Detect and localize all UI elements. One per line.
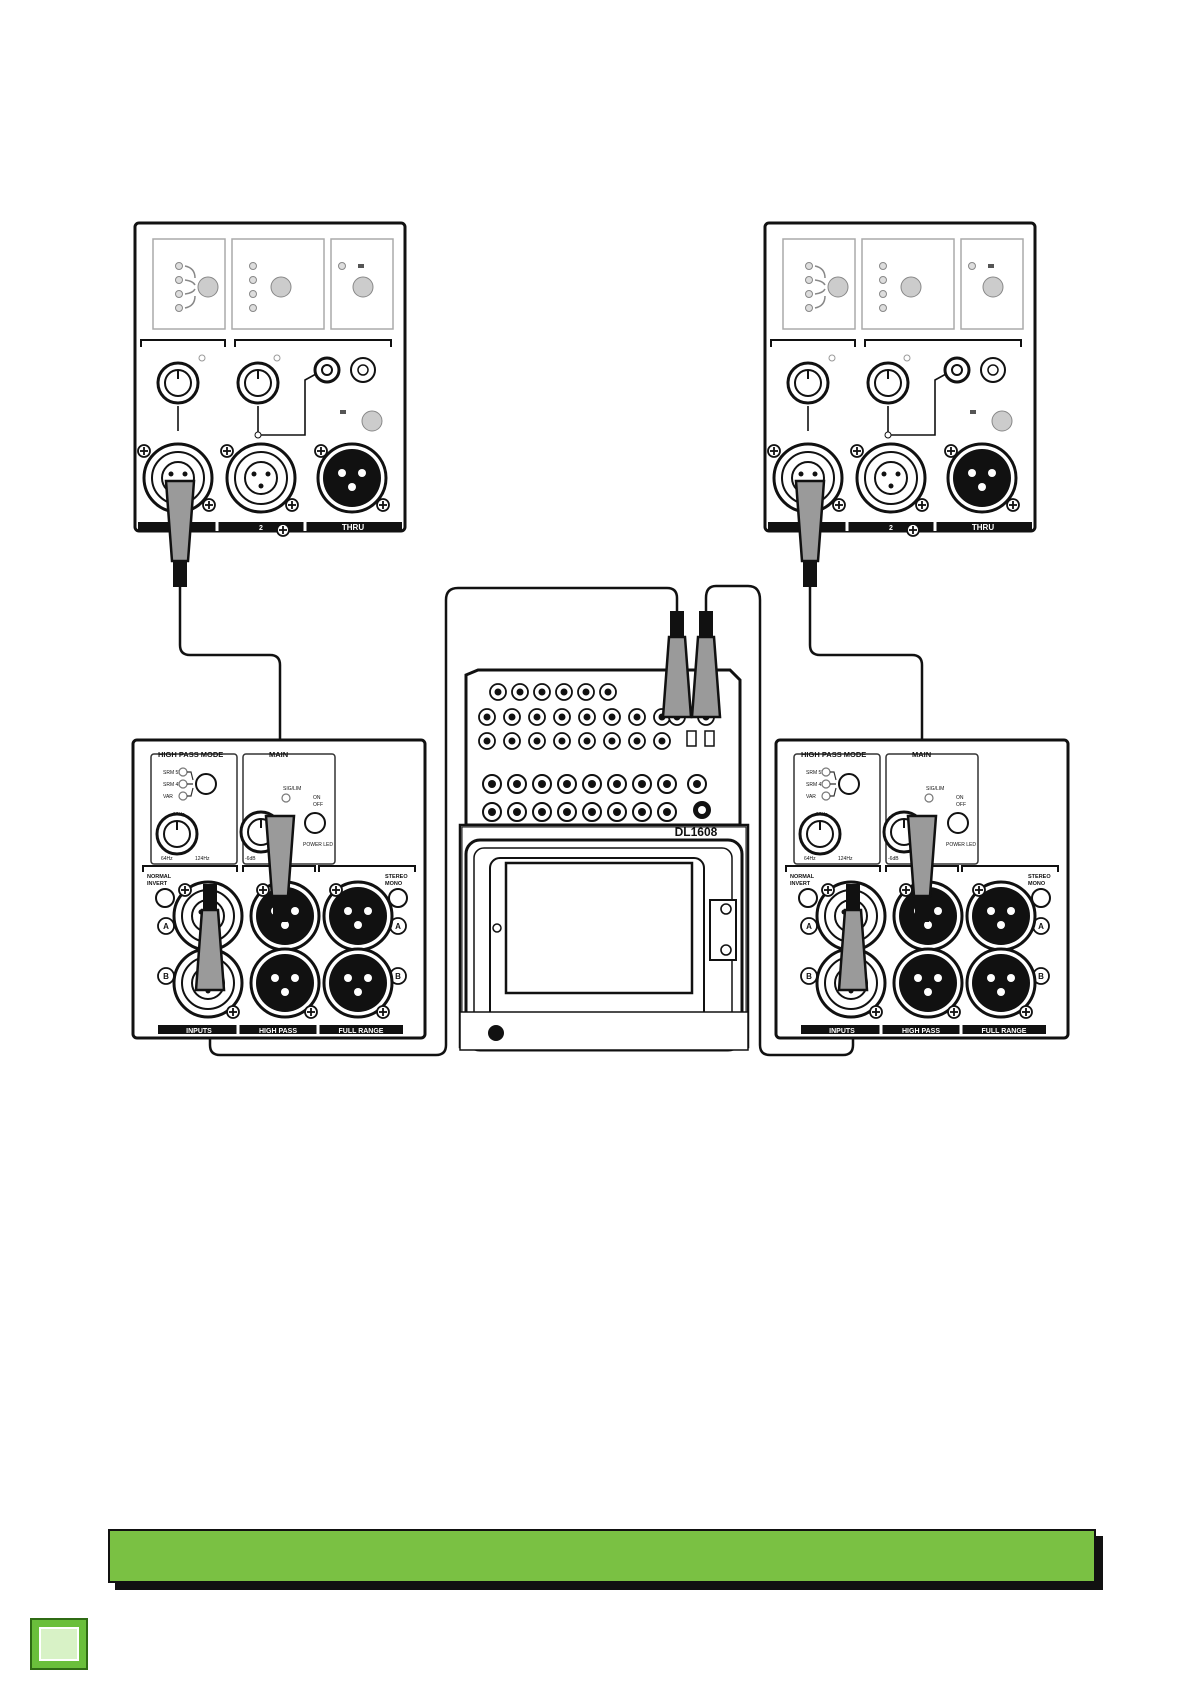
right-subwoofer-panel: HIGH PASS MODE SRM 550 SRM 450 VAR 90Hz … [774,738,1070,1040]
stereo-label: STEREO [1028,874,1051,880]
row-a-right: A [1038,922,1044,931]
cable-right-sub-to-mixer [704,584,855,1057]
full-range-label: FULL RANGE [982,1028,1027,1035]
mono-label: MONO [1028,881,1046,887]
footer-green-bar [108,1529,1096,1583]
mode-option-srm450: SRM 450 [806,782,827,788]
sig-lim-label: SIG/LIM [283,786,301,792]
page-number-box [30,1618,88,1670]
invert-label: INVERT [790,881,811,887]
high-pass-mode-label: HIGH PASS MODE [158,750,223,759]
mixer-knob-row-1 [482,774,707,794]
gain-label: -6dB [888,856,899,862]
row-a-right: A [395,922,401,931]
row-b-left: B [163,972,169,981]
mixer-model-label: DL1608 [675,825,718,839]
high-pass-label: HIGH PASS [259,1028,297,1035]
high-pass-label: HIGH PASS [902,1028,940,1035]
cable-right-top-to-sub [808,568,924,815]
full-range-label: FULL RANGE [339,1028,384,1035]
row-a-left: A [806,922,812,931]
thru-label: THRU [972,523,994,532]
mono-label: MONO [385,881,403,887]
inputs-label: INPUTS [186,1028,212,1035]
high-pass-mode-label: HIGH PASS MODE [801,750,866,759]
on-label: ON [313,795,321,801]
freq-low-label: 64Hz [804,856,816,862]
gain-label: -6dB [245,856,256,862]
row-b-left: B [806,972,812,981]
cable-left-sub-to-mixer [208,586,679,1057]
inputs-label: INPUTS [829,1028,855,1035]
stereo-label: STEREO [385,874,408,880]
off-label: OFF [956,802,966,808]
freq-high-label: 124Hz [195,856,210,862]
top-left-speaker-panel: 2 THRU [133,221,407,589]
page-number-inner [39,1627,79,1661]
main-label: MAIN [912,750,931,759]
left-subwoofer-panel: HIGH PASS MODE SRM 550 SRM 450 VAR 90Hz … [131,738,427,1040]
top-right-speaker-panel: 2 THRU [763,221,1037,589]
cable-left-top-to-sub [178,568,282,815]
power-led-label: POWER LED [946,842,976,848]
mode-option-srm550: SRM 550 [806,770,827,776]
invert-label: INVERT [147,881,168,887]
power-led-label: POWER LED [303,842,333,848]
mode-option-var: VAR [163,794,173,800]
mode-option-srm550: SRM 550 [163,770,184,776]
freq-high-label: 124Hz [838,856,853,862]
mode-option-var: VAR [806,794,816,800]
thru-label: THRU [342,523,364,532]
sig-lim-label: SIG/LIM [926,786,944,792]
row-b-right: B [1038,972,1044,981]
mode-option-srm450: SRM 450 [163,782,184,788]
row-b-right: B [395,972,401,981]
main-label: MAIN [269,750,288,759]
off-label: OFF [313,802,323,808]
normal-label: NORMAL [790,874,815,880]
normal-label: NORMAL [147,874,172,880]
input-2-label: 2 [889,525,893,532]
on-label: ON [956,795,964,801]
input-2-label: 2 [259,525,263,532]
row-a-left: A [163,922,169,931]
freq-low-label: 64Hz [161,856,173,862]
mixer-dl1608: DL1608 [458,609,750,1052]
